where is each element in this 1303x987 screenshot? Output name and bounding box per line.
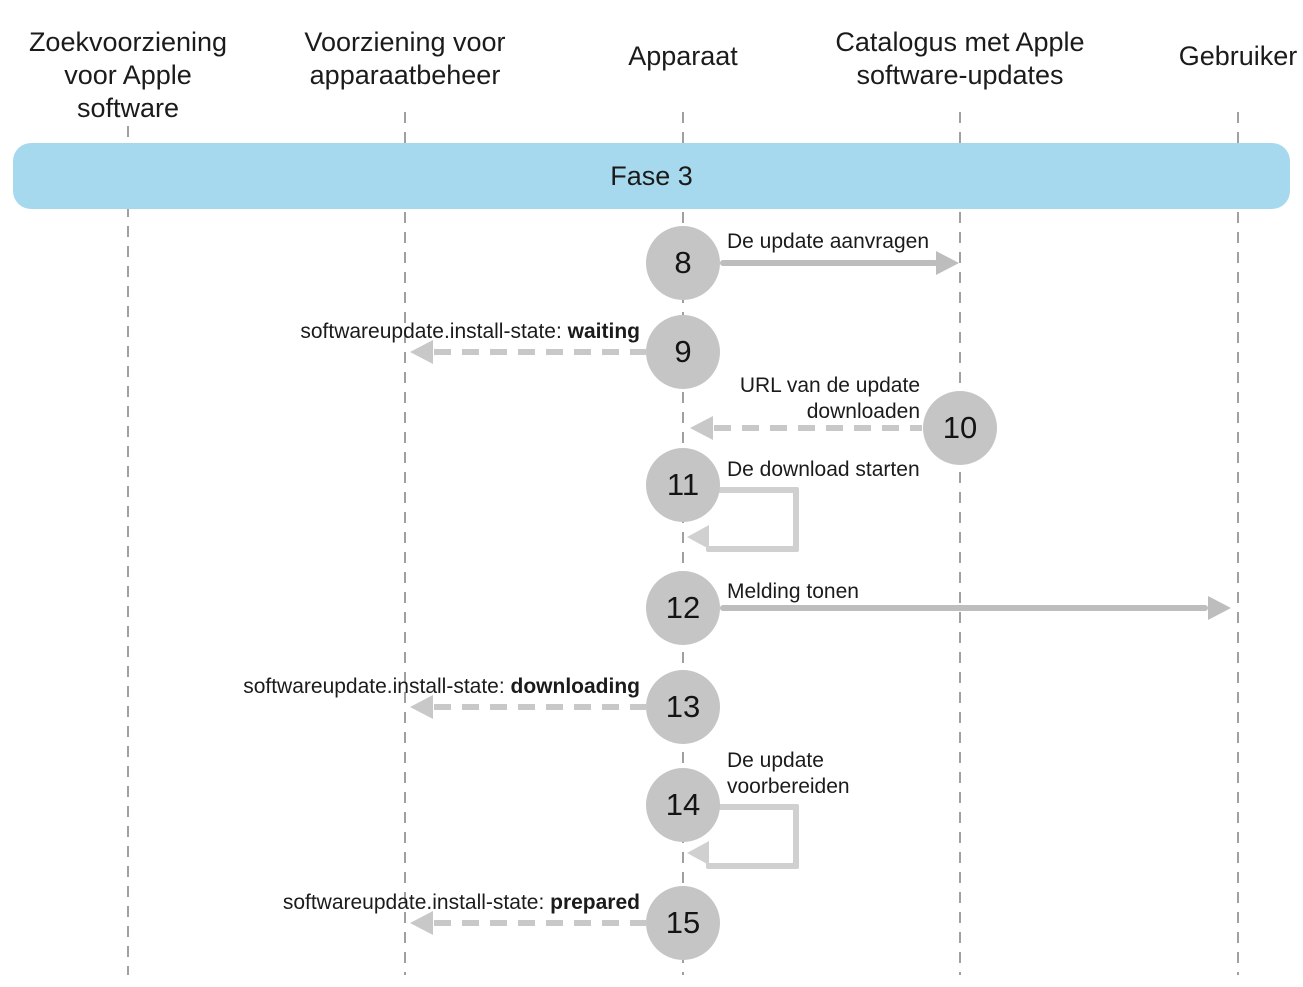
- label-state: prepared: [550, 891, 640, 914]
- lifeline-gebruiker: [1237, 112, 1239, 975]
- actor-header-apparaat: Apparaat: [533, 40, 833, 73]
- lifeline-apparaat: [682, 112, 684, 975]
- step-8-label: De update aanvragen: [727, 230, 929, 253]
- label-line: De update: [727, 749, 824, 772]
- step-10-label: URL van de update downloaden: [740, 373, 920, 425]
- actor-line: Voorziening voor: [304, 27, 506, 57]
- step-circle-12: 12: [646, 571, 720, 645]
- label-line: voorbereiden: [727, 775, 850, 798]
- step-13-label: softwareupdate.install-state: downloadin…: [243, 674, 640, 700]
- step-12-label: Melding tonen: [727, 580, 859, 603]
- step-number: 13: [665, 689, 701, 724]
- step-circle-15: 15: [646, 886, 720, 960]
- actor-line: Catalogus met Apple: [835, 27, 1085, 57]
- step-circle-9: 9: [646, 315, 720, 389]
- step-9-label: softwareupdate.install-state: waiting: [300, 319, 640, 345]
- actor-line: apparaatbeheer: [309, 60, 501, 90]
- actor-line: software-updates: [856, 60, 1064, 90]
- step-14-label: De update voorbereiden: [727, 748, 850, 800]
- actor-line: Apparaat: [628, 41, 738, 71]
- label-line: URL van de update: [739, 374, 920, 397]
- phase-band: Fase 3: [13, 143, 1290, 209]
- label-prefix: softwareupdate.install-state:: [300, 320, 568, 343]
- phase-label: Fase 3: [610, 160, 693, 191]
- arrow-line-step-8: [720, 260, 938, 266]
- self-loop-step-14: [706, 804, 799, 869]
- step-number: 9: [674, 334, 692, 369]
- actor-header-zoekvoorziening: Zoekvoorziening voor Apple software: [0, 26, 256, 125]
- arrowhead-left-icon: [687, 525, 709, 549]
- step-number: 8: [674, 245, 692, 280]
- actor-line: software: [76, 93, 180, 123]
- actor-line: voor Apple: [64, 60, 192, 90]
- label-state: downloading: [510, 675, 640, 698]
- arrow-line-step-15: [434, 920, 646, 926]
- label-state: waiting: [567, 320, 640, 343]
- actor-line: Gebruiker: [1178, 41, 1298, 71]
- step-circle-13: 13: [646, 670, 720, 744]
- step-11-label: De download starten: [727, 458, 920, 481]
- actor-header-voorziening-apparaatbeheer: Voorziening voor apparaatbeheer: [255, 26, 555, 92]
- step-number: 14: [665, 787, 701, 822]
- step-number: 10: [942, 410, 978, 445]
- actor-header-gebruiker: Gebruiker: [1138, 40, 1303, 73]
- step-15-label: softwareupdate.install-state: prepared: [283, 890, 640, 916]
- arrowhead-right-icon: [936, 251, 959, 275]
- arrow-line-step-13: [434, 704, 646, 710]
- step-number: 15: [665, 905, 701, 940]
- arrow-line-step-9: [434, 349, 646, 355]
- step-circle-8: 8: [646, 226, 720, 300]
- actor-line: Zoekvoorziening: [28, 27, 228, 57]
- arrowhead-left-icon: [410, 911, 433, 935]
- label-line: downloaden: [806, 400, 920, 423]
- step-circle-11: 11: [646, 448, 720, 522]
- actor-header-catalogus: Catalogus met Apple software-updates: [810, 26, 1110, 92]
- self-loop-step-11: [706, 487, 799, 552]
- arrowhead-right-icon: [1208, 596, 1231, 620]
- arrowhead-left-icon: [410, 340, 433, 364]
- arrowhead-left-icon: [690, 416, 713, 440]
- arrow-line-step-12: [720, 605, 1208, 611]
- step-number: 11: [666, 467, 700, 502]
- step-number: 12: [665, 590, 701, 625]
- step-circle-14: 14: [646, 768, 720, 842]
- arrowhead-left-icon: [687, 841, 709, 865]
- label-prefix: softwareupdate.install-state:: [282, 891, 551, 914]
- lifeline-voorziening-apparaatbeheer: [404, 112, 406, 975]
- lifeline-catalogus: [959, 112, 961, 975]
- lifeline-zoekvoorziening: [127, 126, 129, 975]
- arrow-line-step-10: [714, 425, 922, 431]
- label-prefix: softwareupdate.install-state:: [243, 675, 511, 698]
- arrowhead-left-icon: [410, 695, 433, 719]
- step-circle-10: 10: [923, 391, 997, 465]
